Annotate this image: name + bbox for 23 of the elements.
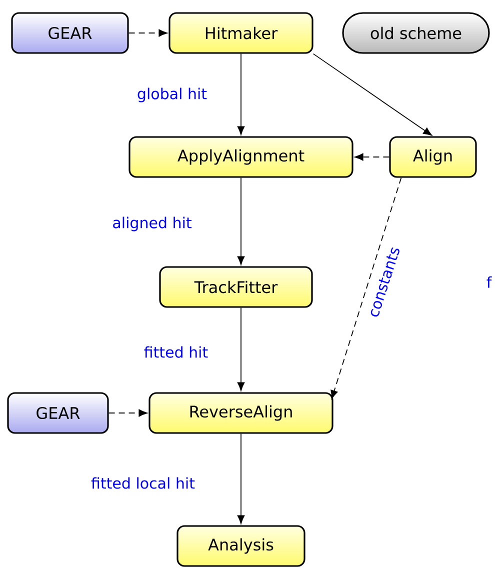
arrow	[330, 177, 402, 399]
source-box: GEAR	[7, 392, 109, 434]
process-box: Analysis	[176, 525, 306, 567]
arrow	[354, 153, 390, 161]
arrow	[237, 177, 245, 265]
source-box: GEAR	[11, 12, 129, 54]
process-box: TrackFitter	[159, 266, 313, 308]
arrow	[312, 53, 432, 136]
arrow	[237, 53, 245, 135]
arrow	[237, 433, 245, 524]
edge-label: fitted hit	[144, 346, 208, 358]
arrow	[108, 409, 148, 417]
edge-label: aligned hit	[113, 216, 192, 232]
edge-label: global hit	[138, 88, 207, 102]
note-text: f	[486, 276, 492, 288]
process-box: Hitmaker	[168, 12, 314, 54]
arrow	[128, 29, 168, 37]
arrow	[237, 307, 245, 391]
process-box: ApplyAlignment	[128, 136, 354, 178]
process-box: Align	[389, 136, 477, 178]
edge-label: fitted local hit	[91, 477, 195, 489]
process-box: ReverseAlign	[148, 392, 334, 434]
legend-pill: old scheme	[342, 12, 490, 54]
